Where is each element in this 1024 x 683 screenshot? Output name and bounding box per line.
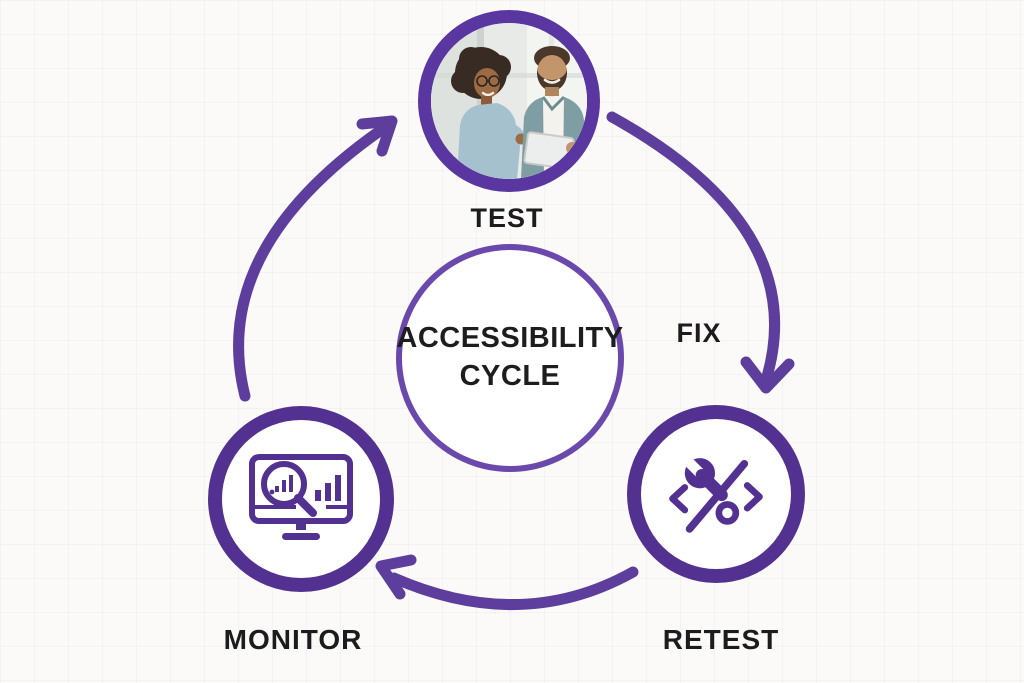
arrowhead-retest-to-monitor (375, 554, 417, 600)
edge-label-fix: FIX (676, 318, 722, 348)
center-title-line1: ACCESSIBILITY (396, 322, 624, 355)
node-test-circle (418, 10, 600, 192)
analytics-monitor-icon (249, 454, 353, 540)
arrowhead-monitor-to-test (356, 115, 398, 157)
node-monitor-label: MONITOR (223, 624, 363, 655)
center-title-line2: CYCLE (459, 360, 561, 392)
arrow-retest-to-monitor (388, 566, 639, 611)
arrow-monitor-to-test (233, 122, 390, 402)
center-circle: ACCESSIBILITY CYCLE (396, 244, 624, 472)
node-monitor-circle (208, 406, 394, 592)
team-testing-photo (431, 23, 587, 179)
node-retest-circle (627, 405, 805, 583)
arrowhead-test-to-retest (740, 356, 795, 394)
code-repair-icon (669, 450, 763, 533)
node-retest-label: RETEST (662, 624, 780, 655)
node-test-label: TEST (470, 203, 544, 233)
